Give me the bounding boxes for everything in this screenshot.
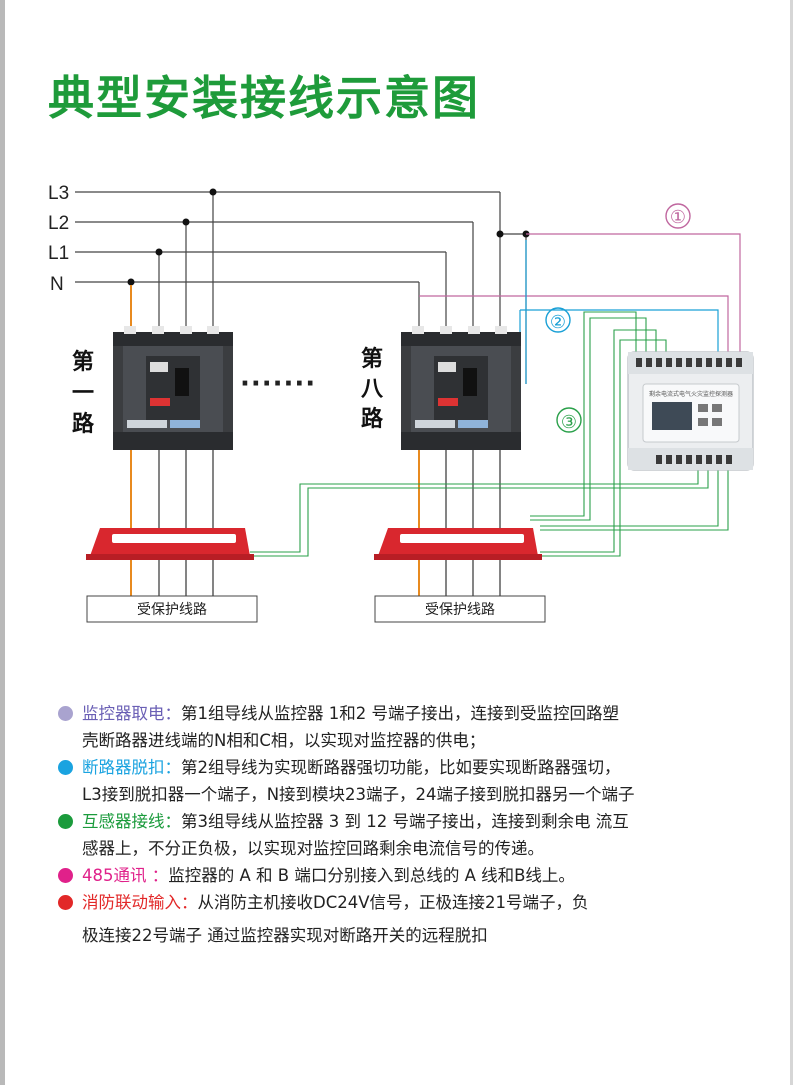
monitor-label: 剩余电流式电气火灾监控探测器	[649, 390, 733, 398]
junction-dots	[127, 188, 530, 286]
bus-label-n: N	[50, 274, 64, 295]
desc-text-485-1: 监控器的 A 和 B 端口分别接入到总线的 A 线和B线上。	[168, 866, 575, 885]
desc-head-485: 485通讯 ：	[82, 866, 169, 885]
monitor-device: 剩余电流式电气火灾监控探测器	[627, 351, 754, 471]
desc-dot-fire	[58, 895, 73, 910]
frame-right	[790, 0, 793, 1085]
desc-item-ct: 互感器接线：第3组导线从监控器 3 到 12 号端子接出，连接到剩余电 流互 感…	[58, 808, 778, 862]
protected-box-1	[86, 595, 258, 623]
frame-left	[0, 0, 5, 1085]
desc-head-trip: 断路器脱扣：	[82, 758, 181, 777]
protected-box-8	[374, 595, 546, 623]
desc-dot-485	[58, 868, 73, 883]
group3-wires	[250, 311, 729, 557]
desc-head-power: 监控器取电：	[82, 704, 181, 723]
group1-marker	[665, 203, 691, 229]
desc-text-trip-1: 第2组导线为实现断路器强切功能，比如要实现断路器强切，	[181, 758, 621, 777]
breaker-1	[113, 326, 233, 450]
ct-8	[374, 528, 542, 560]
desc-item-485: 485通讯 ：监控器的 A 和 B 端口分别接入到总线的 A 线和B线上。	[58, 862, 778, 889]
desc-text-power-1: 第1组导线从监控器 1和2 号端子接出，连接到受监控回路塑	[181, 704, 619, 723]
group3-label: ③	[561, 412, 577, 433]
ct-1	[86, 528, 254, 560]
protected-label-1: 受保护线路	[137, 602, 207, 618]
desc-text-power-2: 壳断路器进线端的N相和C相，以实现对监控器的供电；	[82, 731, 486, 750]
desc-text-fire-1: 从消防主机接收DC24V信号，正极连接21号端子，负	[197, 893, 589, 912]
group2-label: ②	[550, 312, 566, 333]
circuit-first-1: 第	[72, 349, 94, 375]
protected-label-8: 受保护线路	[425, 602, 495, 618]
desc-text-fire-2: 极连接22号端子 通过监控器实现对断路开关的远程脱扣	[82, 926, 488, 945]
wiring-diagram: L3 L2 L1 N	[48, 183, 754, 623]
circuit-eighth-3: 路	[361, 406, 384, 432]
desc-item-fire: 消防联动输入：从消防主机接收DC24V信号，正极连接21号端子，负 极连接22号…	[58, 889, 778, 949]
circuit-ellipsis: ·······	[240, 369, 316, 399]
circuit-first-2: 一	[72, 381, 94, 406]
group2-marker	[545, 307, 571, 333]
desc-dot-trip	[58, 760, 73, 775]
circuit-eighth-2: 八	[361, 377, 384, 402]
group3-marker	[556, 407, 582, 433]
breaker-8	[401, 326, 521, 450]
page-title: 典型安装接线示意图	[48, 71, 480, 125]
description-list: 监控器取电：第1组导线从监控器 1和2 号端子接出，连接到受监控回路塑 壳断路器…	[58, 700, 778, 949]
bus-label-l2: L2	[48, 213, 69, 234]
bus-label-l1: L1	[48, 243, 69, 264]
circuit-first-3: 路	[72, 411, 95, 437]
desc-text-ct-2: 感器上，不分正负极，以实现对监控回路剩余电流信号的传递。	[82, 839, 544, 858]
group1-label: ①	[670, 207, 686, 228]
circuit-eighth-1: 第	[361, 346, 383, 372]
desc-text-ct-1: 第3组导线从监控器 3 到 12 号端子接出，连接到剩余电 流互	[181, 812, 629, 831]
desc-head-fire: 消防联动输入：	[82, 893, 198, 912]
desc-dot-power	[58, 706, 73, 721]
desc-dot-ct	[58, 814, 73, 829]
desc-item-trip: 断路器脱扣：第2组导线为实现断路器强切功能，比如要实现断路器强切， L3接到脱扣…	[58, 754, 778, 808]
desc-text-trip-2: L3接到脱扣器一个端子，N接到模块23端子，24端子接到脱扣器另一个端子	[82, 785, 635, 804]
bus-label-l3: L3	[48, 183, 69, 204]
desc-head-ct: 互感器接线：	[82, 812, 181, 831]
desc-item-power: 监控器取电：第1组导线从监控器 1和2 号端子接出，连接到受监控回路塑 壳断路器…	[58, 700, 778, 754]
group1-wires	[419, 233, 741, 352]
out-wires	[158, 450, 501, 596]
